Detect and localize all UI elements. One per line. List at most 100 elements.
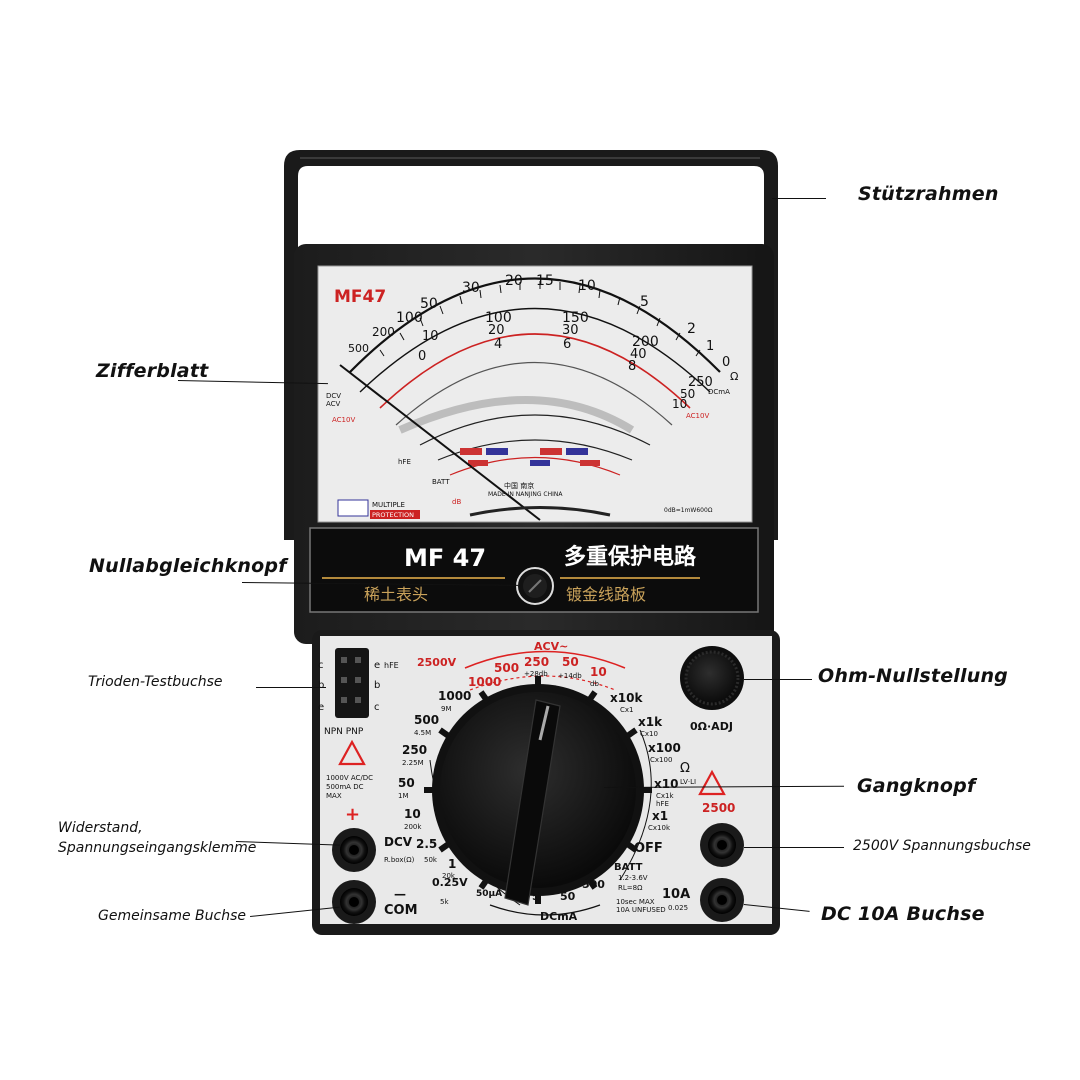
rbox-label: R.box(Ω)	[384, 856, 415, 864]
dial-dcma: DCmA	[708, 388, 730, 396]
jack-com[interactable]	[332, 880, 376, 924]
dial-low-40: 40	[630, 347, 647, 362]
dial-low-10: 10	[422, 329, 439, 344]
dcv-10: 10	[404, 807, 421, 821]
dial-tick-20: 20	[505, 273, 523, 289]
dial-acv: ACV	[326, 400, 341, 408]
rotary-range-knob[interactable]	[424, 676, 652, 906]
dial-tick-100: 100	[396, 310, 423, 326]
dcma-50ua: 50μA	[476, 889, 502, 899]
dial-hfe: hFE	[398, 458, 411, 466]
dcv-500: 500	[414, 713, 439, 727]
callout-ohm-null: Ohm-Nullstellung	[818, 665, 1008, 687]
dcv-sub-2.25m: 2.25M	[402, 759, 424, 767]
dial-low-20: 20	[488, 323, 505, 338]
nameplate-model: MF 47	[404, 544, 486, 572]
dcv-2.5: 2.5	[416, 837, 437, 851]
dcma-50: 50	[560, 890, 576, 903]
hfe-b-right: b	[374, 680, 380, 691]
callout-gangknopf: Gangknopf	[857, 775, 976, 797]
panel-2500v: 2500V	[417, 656, 457, 669]
dcv-sub-20k: 20k	[442, 872, 456, 880]
dcv-0.25v: 0.25V	[432, 876, 468, 889]
acv-50: 50	[562, 655, 579, 669]
nameplate-labels: MF 47 多重保护电路 稀土表头 镀金线路板	[364, 544, 697, 604]
dial-tick-1: 1	[706, 339, 714, 354]
hfe-c-left: c	[318, 660, 324, 671]
dial-tick-500: 500	[348, 342, 369, 355]
dcv-sub-4.5m: 4.5M	[414, 729, 431, 737]
panel-acv: ACV~	[534, 640, 568, 653]
dial-mid-250: 250	[688, 375, 713, 390]
dcv-sub-50k: 50k	[424, 856, 438, 864]
adj-label: 0Ω·ADJ	[690, 720, 733, 733]
dcma-label: DCmA	[540, 910, 578, 923]
dial-tick-30: 30	[462, 280, 480, 296]
dcv-sub-9m: 9M	[441, 705, 452, 713]
acv-sub-28db: +28db	[524, 670, 548, 678]
jack-10a[interactable]	[700, 878, 744, 922]
ohm-x10: x10	[654, 777, 678, 791]
acv-250: 250	[524, 655, 549, 669]
dial-bot-4: 4	[494, 337, 502, 352]
ohm-x1: x1	[652, 809, 668, 823]
dial-multiple: MULTIPLE	[372, 501, 405, 509]
ohm-sub-cx1: Cx1	[620, 706, 633, 714]
dial-tick-200: 200	[372, 325, 395, 339]
acv-500: 500	[494, 661, 519, 675]
batt-sub1: 1.2-3.6V	[618, 874, 648, 882]
callout-widerstand-line2: Spannungseingangsklemme	[58, 840, 257, 856]
support-frame	[284, 150, 778, 540]
dial-tick-5: 5	[640, 294, 649, 310]
dial-tick-0: 0	[722, 355, 730, 370]
acv-sub-14db: +14db	[558, 672, 582, 680]
ohm-x1k: x1k	[638, 715, 663, 729]
acv-10: 10	[590, 665, 607, 679]
dcv-1: 1	[448, 857, 456, 871]
callout-trioden: Trioden-Testbuchse	[88, 674, 223, 690]
callout-widerstand-line1: Widerstand,	[58, 820, 143, 836]
ohm-lvli: LV·LI	[680, 778, 696, 786]
jack-2500v[interactable]	[700, 823, 744, 867]
hfe-label: hFE	[384, 661, 399, 670]
callout-stuetzrahmen: Stützrahmen	[858, 183, 999, 205]
dcv-50: 50	[398, 776, 415, 790]
callout-gemeinsame: Gemeinsame Buchse	[98, 908, 247, 924]
dcv-sub-1m: 1M	[398, 792, 409, 800]
dial-labels: MF47 500 200 100 50 30 20 15 10 5 2 1 0 …	[326, 273, 738, 519]
dial-tick-2: 2	[687, 321, 696, 337]
v2500-right: 2500	[702, 801, 735, 815]
dial-made-in: MADE IN NANJING CHINA	[488, 491, 563, 498]
dcv-1000: 1000	[438, 689, 471, 703]
jack-v-ohm[interactable]	[332, 828, 376, 872]
dial-bot-6: 6	[563, 337, 571, 352]
dial-mid-150: 150	[562, 310, 589, 326]
warning-text-line: 500mA DC	[326, 783, 364, 791]
ohm-sub-cx1k: Cx1k	[656, 792, 674, 800]
ten-a-sub3: 0.025	[668, 904, 688, 912]
dial-db-note: 0dB=1mW600Ω	[664, 507, 713, 514]
ohm-hfe: hFE	[656, 800, 669, 808]
ohm-symbol: Ω	[680, 761, 690, 776]
warning-text-line: MAX	[326, 792, 342, 800]
ohm-sub-cx100: Cx100	[650, 756, 672, 764]
hfe-e-right: e	[374, 660, 380, 671]
leader-stuetzrahmen	[772, 198, 826, 199]
leader-trioden	[256, 687, 326, 688]
npn-pnp-label: NPN PNP	[324, 727, 364, 737]
dial-mid-200: 200	[632, 334, 659, 350]
ohm-sub-cx10: Cx10	[640, 730, 658, 738]
callout-spannungsbuchse: 2500V Spannungsbuchse	[853, 838, 1031, 854]
callout-zifferblatt: Zifferblatt	[96, 360, 209, 382]
dcv-label: DCV	[384, 835, 413, 849]
ohm-zero-adjust-knob[interactable]	[680, 646, 744, 710]
callout-nullabgleichknopf: Nullabgleichknopf	[89, 555, 287, 577]
dcv-250: 250	[402, 743, 427, 757]
ten-a-sub1: 10sec MAX	[616, 898, 655, 906]
warning-text-line: 1000V AC/DC	[326, 774, 373, 782]
ten-a-sub2: 10A UNFUSED	[616, 906, 666, 914]
dcv-sub-5k: 5k	[440, 898, 449, 906]
